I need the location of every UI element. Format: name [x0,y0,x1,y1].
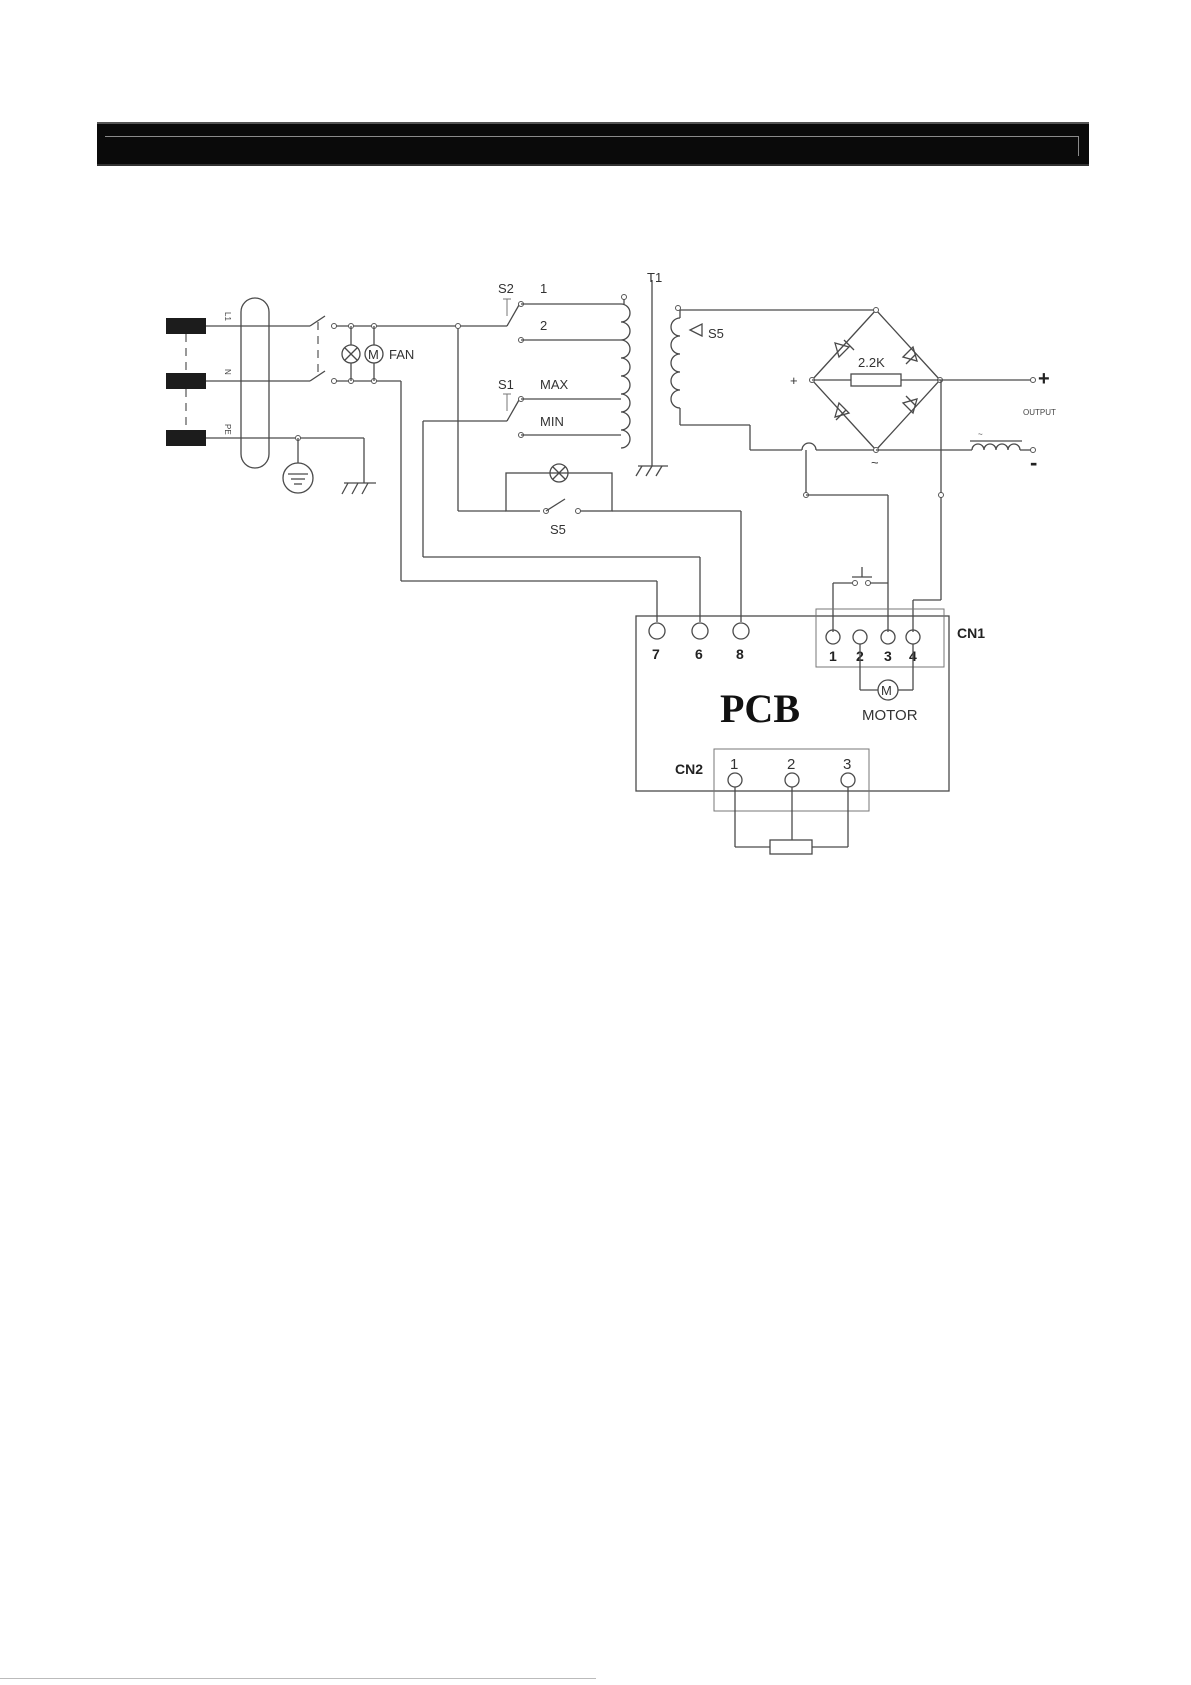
rectifier-diode-icon [903,396,917,413]
switch-s1-max: MAX [540,377,569,392]
pcb-terminal-label-8: 8 [736,646,744,662]
output-choke-icon: ~ [970,430,1022,450]
fan-label: FAN [389,347,414,362]
plug-pin-neutral [166,373,206,389]
bridge-rectifier: 2.2K + ~ [790,308,943,471]
transformer-secondary-coil [671,318,680,408]
plug-pin-live [166,318,206,334]
rectifier-ac-mark: ~ [871,455,879,470]
transformer-label: T1 [647,270,662,285]
pcb-terminal-7 [649,623,665,639]
thermal-switch-s5-secondary: S5 [690,324,724,341]
trigger-pushbutton-icon [833,567,888,632]
rectifier-diode-icon [835,340,854,357]
switch-s2-pos2: 2 [540,318,547,333]
plug-pin-earth [166,430,206,446]
power-indicator-lamp-icon [342,324,360,384]
switch-s1-min: MIN [540,414,564,429]
transformer-primary-coil [621,304,630,448]
switch-s2: S2 1 2 [480,281,621,343]
cn1-pin-3 [881,630,895,644]
switch-s2-label: S2 [498,281,514,296]
thermal-switch-s5-branch: S5 [506,464,612,537]
cn1-pin-4 [906,630,920,644]
cn1-pin-1 [826,630,840,644]
output-label: OUTPUT [1023,408,1056,417]
pcb-terminal-label-7: 7 [652,646,660,662]
choke-mark: ~ [978,430,983,439]
cn2-pin-3 [841,773,855,787]
pcb-title: PCB [720,686,800,731]
cn2-pin-label-3: 3 [843,756,851,773]
switch-s2-pos1: 1 [540,281,547,296]
motor-label: MOTOR [862,707,918,724]
s5-secondary-label: S5 [708,326,724,341]
cn1-pin-label-1: 1 [829,648,837,664]
cn2-pin-2 [785,773,799,787]
chassis-ground-icon [342,438,376,494]
rectifier-plus-mark: + [790,373,798,388]
power-cord-sleeve [241,298,269,468]
earth-ground-icon [283,436,313,494]
wire-crossover-hop [802,443,816,450]
pcb-terminal-8 [733,623,749,639]
fan-motor-symbol: M [368,347,379,362]
bleeder-resistor [851,374,901,386]
cn2-label: CN2 [675,761,703,777]
cn2-pin-label-1: 1 [730,756,738,773]
pcb-terminal-6 [692,623,708,639]
transformer-t1: T1 [621,270,681,476]
cn1-pin-label-3: 3 [884,648,892,664]
wire-feed-motor-symbol: M [881,683,892,698]
resistor-label: 2.2K [858,355,885,370]
speed-potentiometer-icon [735,787,848,854]
plug-label-neutral: N [223,369,232,375]
cn2-pin-1 [728,773,742,787]
rectifier-diode-icon [903,347,917,364]
switch-s1-label: S1 [498,377,514,392]
switch-s1: S1 MAX MIN [423,377,621,438]
output-negative-mark: - [1030,450,1037,475]
pcb-terminal-label-6: 6 [695,646,703,662]
fan-motor-icon: M [365,324,383,384]
plug-label-earth: PE [223,424,232,435]
mains-plug [166,318,206,446]
main-power-switch [310,316,337,384]
cn1-label: CN1 [957,625,985,641]
cn1-pin-2 [853,630,867,644]
cn2-pin-label-2: 2 [787,756,795,773]
plug-label-live: L1 [223,312,232,321]
s5-lower-label: S5 [550,522,566,537]
output-positive-mark: + [1038,368,1050,390]
footer-rule [0,1678,596,1679]
